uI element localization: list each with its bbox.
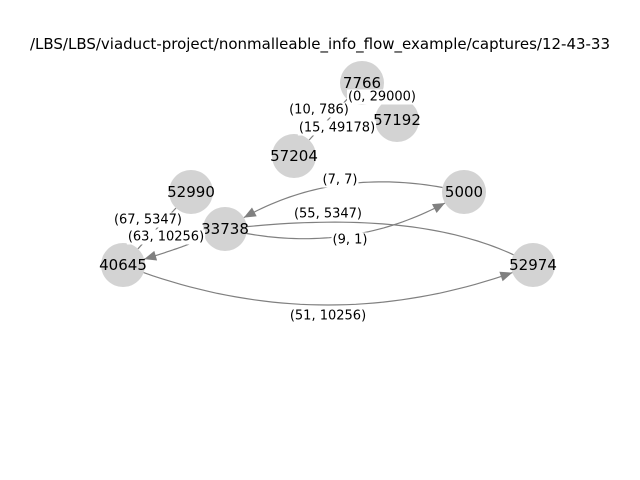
node-52974[interactable]: 52974 [509, 243, 557, 287]
node-label: 7766 [343, 74, 381, 92]
svg-text:(67, 5347): (67, 5347) [114, 213, 182, 228]
edge-label-e1: (10, 786) [288, 102, 350, 118]
node-circle [272, 134, 316, 178]
nodes-layer: 7766 57192 57204 52990 5000 33738 40645 52974 [99, 61, 557, 287]
node-57192[interactable]: 57192 [373, 98, 421, 142]
svg-text:(63, 10256): (63, 10256) [128, 230, 204, 245]
edge-arrow-e8 [144, 250, 158, 261]
edge-e9 [143, 272, 513, 306]
node-label: 52990 [167, 183, 215, 201]
node-label: 57204 [270, 147, 318, 165]
edge-arrow-e5 [432, 203, 445, 213]
edge-label-bg-e8 [126, 229, 206, 245]
svg-text:(0, 29000): (0, 29000) [348, 90, 416, 105]
edge-label-bg-e2 [346, 89, 418, 105]
edge-label-e6: (55, 5347) [292, 206, 364, 222]
edge-label-bg-e6 [292, 206, 364, 222]
node-5000[interactable]: 5000 [442, 170, 486, 214]
node-circle [511, 243, 555, 287]
node-circle [375, 98, 419, 142]
node-label: 33738 [201, 220, 249, 238]
edge-label-e8: (63, 10256) [126, 229, 206, 245]
node-52990[interactable]: 52990 [167, 170, 215, 214]
node-circle [101, 243, 145, 287]
node-circle [442, 170, 486, 214]
edge-label-e5: (9, 1) [331, 232, 369, 248]
edge-label-bg-e9 [288, 308, 368, 324]
svg-text:(15, 49178): (15, 49178) [299, 121, 375, 136]
edge-arrow-e4 [243, 207, 257, 218]
svg-text:(7, 7): (7, 7) [323, 173, 358, 188]
svg-text:(55, 5347): (55, 5347) [294, 207, 362, 222]
edge-label-e9: (51, 10256) [288, 308, 368, 324]
edge-label-e7: (67, 5347) [112, 212, 184, 228]
edge-label-bg-e7 [112, 212, 184, 228]
node-33738[interactable]: 33738 [201, 207, 249, 251]
graph-title: /LBS/LBS/viaduct-project/nonmalleable_in… [30, 35, 610, 54]
edge-e6 [246, 221, 514, 256]
svg-text:(9, 1): (9, 1) [333, 233, 368, 248]
edge-labels-layer: (10, 786)(0, 29000) (15, 49178) (7, 7) (9, … [112, 89, 418, 324]
edge-label-bg-e1 [288, 102, 350, 118]
edge-label-e3: (15, 49178) [297, 120, 377, 136]
node-circle [203, 207, 247, 251]
svg-text:(10, 786): (10, 786) [289, 103, 349, 118]
node-40645[interactable]: 40645 [99, 243, 147, 287]
node-label: 5000 [445, 183, 483, 201]
node-label: 57192 [373, 111, 421, 129]
edge-arrow-e9 [499, 271, 513, 282]
node-circle [169, 170, 213, 214]
edge-label-e2: (0, 29000) [346, 89, 418, 105]
node-label: 40645 [99, 256, 147, 274]
edge-label-bg-e5 [331, 232, 369, 248]
node-57204[interactable]: 57204 [270, 134, 318, 178]
edge-label-e4: (7, 7) [321, 172, 359, 188]
edge-label-bg-e3 [297, 120, 377, 136]
node-label: 52974 [509, 256, 557, 274]
svg-text:(51, 10256): (51, 10256) [290, 309, 366, 324]
edge-label-bg-e4 [321, 172, 359, 188]
